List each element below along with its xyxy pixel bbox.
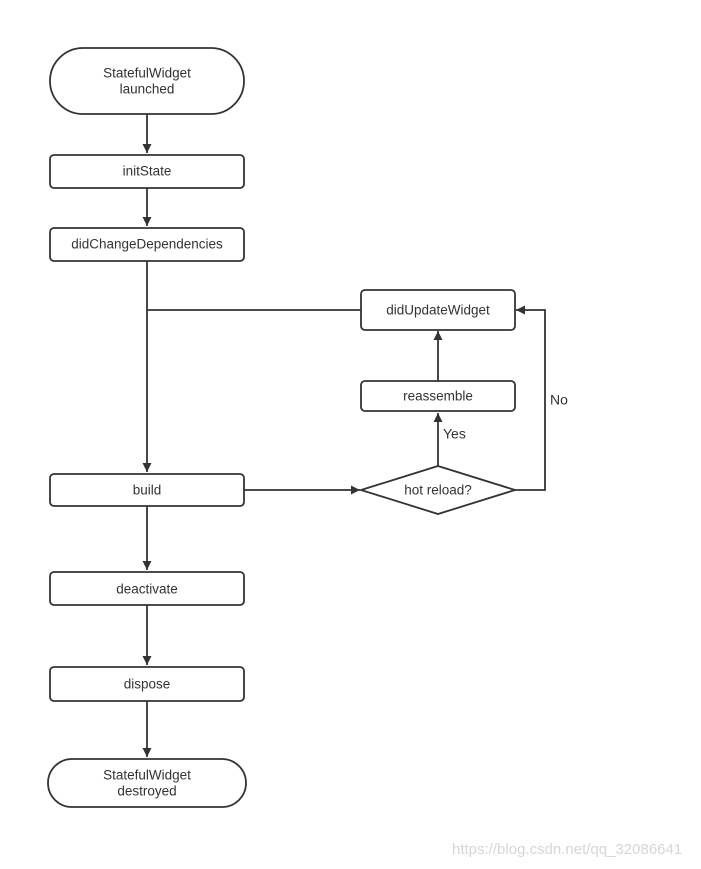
initstate-node: initState	[49, 154, 245, 189]
yes-label: Yes	[443, 426, 466, 442]
initstate-box	[49, 154, 245, 189]
hotreload-label: hot reload?	[404, 483, 472, 498]
hotreload-diamond	[357, 465, 519, 515]
didchangedependencies-node: didChangeDependencies	[49, 227, 245, 262]
didchangedependencies-label: didChangeDependencies	[71, 237, 223, 252]
start-terminal: StatefulWidget launched	[49, 47, 245, 115]
start-terminal-shape	[49, 47, 245, 115]
hotreload-decision: hot reload?	[357, 465, 519, 515]
no-label: No	[550, 392, 568, 408]
build-box	[49, 473, 245, 507]
edges	[142, 114, 546, 757]
dispose-label: dispose	[124, 677, 171, 692]
end-terminal-line-2: destroyed	[117, 784, 176, 799]
end-terminal-shape	[47, 758, 247, 808]
build-node: build	[49, 473, 245, 507]
didupdatewidget-node: didUpdateWidget	[360, 289, 516, 331]
edge-hotreload-no-to-didupdatewidget	[515, 305, 546, 491]
didchangedependencies-box	[49, 227, 245, 262]
reassemble-node: reassemble	[360, 380, 516, 412]
didupdatewidget-label: didUpdateWidget	[386, 303, 490, 318]
reassemble-box	[360, 380, 516, 412]
deactivate-label: deactivate	[116, 582, 178, 597]
didupdatewidget-box	[360, 289, 516, 331]
initstate-label: initState	[123, 164, 172, 179]
dispose-node: dispose	[49, 666, 245, 702]
start-terminal-line-1: StatefulWidget	[103, 66, 191, 81]
reassemble-label: reassemble	[403, 389, 473, 404]
end-terminal: StatefulWidget destroyed	[47, 758, 247, 808]
watermark-text: https://blog.csdn.net/qq_32086641	[452, 841, 683, 858]
deactivate-node: deactivate	[49, 571, 245, 606]
end-terminal-line-1: StatefulWidget	[103, 768, 191, 783]
dispose-box	[49, 666, 245, 702]
deactivate-box	[49, 571, 245, 606]
build-label: build	[133, 483, 162, 498]
start-terminal-line-2: launched	[120, 82, 175, 97]
